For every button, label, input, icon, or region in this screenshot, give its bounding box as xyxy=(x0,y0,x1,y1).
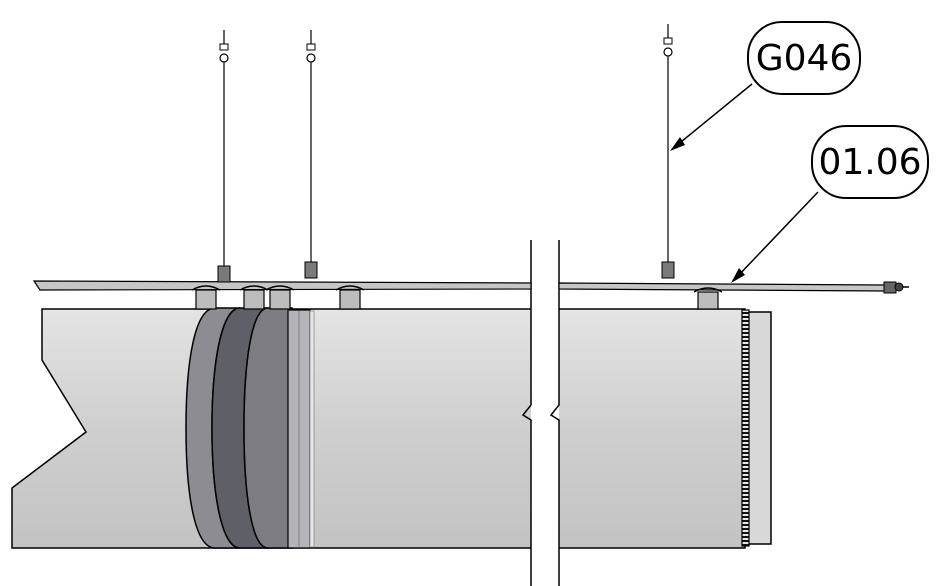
pipe-clamp xyxy=(191,285,221,310)
pipe-end-gasket xyxy=(741,309,750,547)
pipe-clamp xyxy=(693,287,723,310)
rod-nut xyxy=(304,261,318,279)
break-gap xyxy=(531,240,559,586)
rod-nut xyxy=(661,261,675,279)
hanger-rod xyxy=(661,24,675,279)
pipe-clamp xyxy=(239,285,269,310)
coupling-band-inner xyxy=(243,307,293,549)
callout-bubble xyxy=(811,125,929,199)
rod-nut xyxy=(217,265,231,283)
pipe-coupling xyxy=(185,307,315,549)
callout-bubble xyxy=(747,21,861,95)
callout-label: G046 xyxy=(756,38,853,79)
hanger-rod xyxy=(217,30,231,283)
pipe-body xyxy=(11,308,746,549)
pipe-clamps xyxy=(191,285,723,310)
leader-line xyxy=(675,83,753,147)
break-symbol xyxy=(521,240,560,586)
rail-assembly xyxy=(32,280,909,294)
hanger-rod xyxy=(304,30,318,279)
break-line-right xyxy=(549,240,560,586)
callout-g046: G046 xyxy=(670,21,861,151)
callout-0106: 01.06 xyxy=(731,125,929,283)
pipe xyxy=(11,308,772,549)
coupling-ring-edge xyxy=(309,310,315,548)
leader-arrowhead xyxy=(670,137,685,151)
leader-arrowhead xyxy=(731,268,745,283)
leader-line xyxy=(735,191,819,279)
pipe-clamp xyxy=(335,285,365,310)
rail-right xyxy=(558,282,886,292)
callout-label: 01.06 xyxy=(818,142,921,183)
rail-end-fitting xyxy=(883,281,897,294)
pipe-clamp xyxy=(265,285,295,310)
hanger-rods xyxy=(217,24,675,283)
rail-end-bolt xyxy=(894,282,904,292)
break-line-left xyxy=(521,240,532,586)
